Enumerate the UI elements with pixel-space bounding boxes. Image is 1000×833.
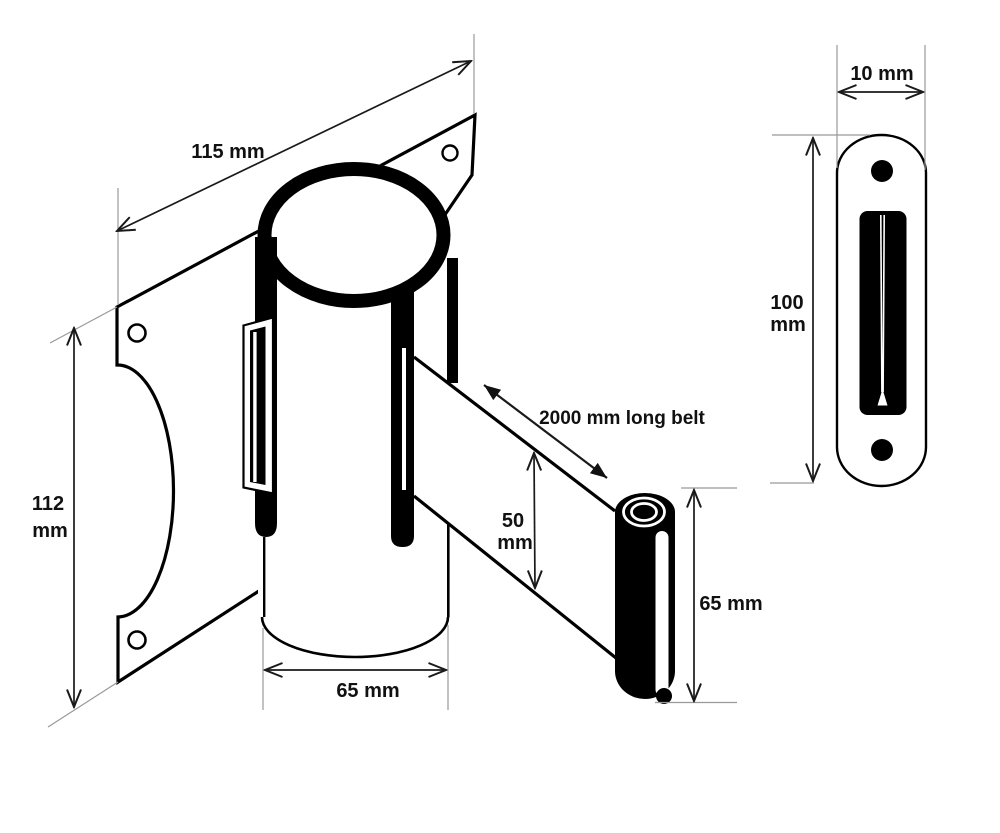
clip-slot-line-right [882, 214, 885, 393]
drum-right-edge-line [447, 521, 450, 617]
extension-line [47, 681, 119, 728]
plate-screw-hole-top-left [127, 323, 147, 343]
clip-screw-hole-top [871, 160, 893, 182]
plate-screw-hole-top-right [441, 144, 459, 162]
handle-top-ring-inner [630, 502, 658, 522]
drum-bottom-arc [260, 616, 450, 659]
dim-drum-diameter: 65 mm [262, 625, 449, 710]
dim-receiver-height-value: 100 [770, 292, 803, 314]
dim-receiver-width-label: 10 mm [850, 63, 913, 85]
belt-end-handle [615, 493, 675, 704]
side-belt-slot-bar [250, 326, 266, 485]
barrier-drum [242, 162, 458, 659]
belt-bottom-edge [412, 494, 618, 660]
clip-screw-hole-bottom [871, 439, 893, 461]
plate-screw-hole-bottom-left [127, 630, 147, 650]
dim-drum-diameter-label: 65 mm [336, 680, 399, 702]
handle-top-ring-outer [622, 496, 666, 528]
wall-receiver-clip [835, 133, 928, 488]
dim-end-handle-height: 65 mm [655, 487, 763, 704]
extension-line [49, 306, 118, 344]
dim-plate-width: 115 mm [117, 34, 475, 305]
dim-plate-height: 112 mm [32, 306, 119, 728]
dimension-line [534, 453, 535, 588]
dim-end-handle-height-label: 65 mm [699, 593, 762, 615]
drum-bottom-face [262, 595, 448, 656]
handle-slot-notch [656, 688, 672, 704]
clip-slot-line-left [880, 214, 883, 393]
dim-plate-width-label: 115 mm [191, 141, 264, 163]
handle-belt-slot [655, 531, 669, 696]
belt-face [414, 357, 616, 658]
note-belt-length: 2000 mm long belt [483, 384, 706, 479]
note-belt-length-label: 2000 mm long belt [539, 408, 705, 429]
drum-left-edge-line [263, 537, 266, 617]
drum-right-edge-bar [447, 258, 458, 383]
dim-belt-width-value: 50 [502, 510, 524, 532]
dimension-line [117, 61, 471, 231]
dim-receiver-width: 10 mm [836, 45, 926, 170]
front-belt-edge [402, 348, 406, 490]
dim-plate-height-value: 112 [32, 493, 64, 515]
side-belt-edge [253, 332, 257, 482]
dim-receiver-height: 100 mm [770, 134, 870, 484]
dim-belt-width-unit: mm [497, 532, 533, 554]
clip-slot-flare [877, 389, 888, 406]
dim-receiver-height-unit: mm [770, 314, 806, 336]
belt-length-arrow [483, 384, 608, 479]
dim-plate-height-unit: mm [32, 520, 68, 542]
